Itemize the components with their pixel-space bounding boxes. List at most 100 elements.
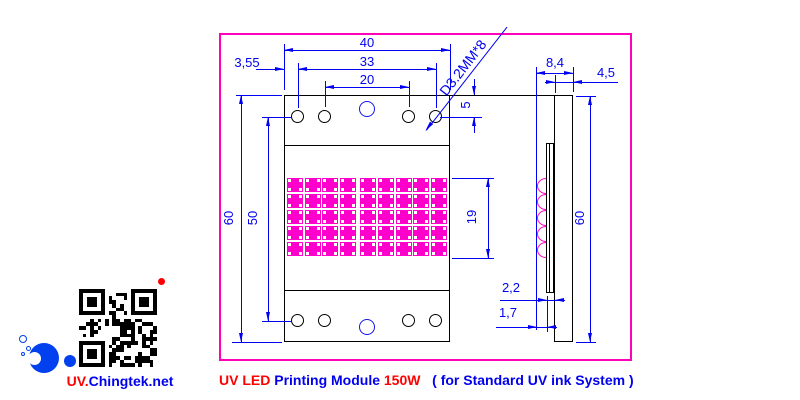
qr-module — [134, 341, 139, 345]
qr-module — [112, 303, 117, 308]
led-array — [287, 178, 448, 258]
dim-line — [547, 296, 549, 332]
dim-line — [232, 342, 282, 344]
dim-line — [298, 66, 307, 71]
led-chip — [360, 178, 377, 193]
dim-line — [436, 63, 438, 108]
qr-module — [134, 318, 139, 323]
logo-ring — [19, 335, 27, 343]
qr-code — [79, 289, 157, 367]
qr-module — [127, 355, 131, 360]
qr-module — [123, 296, 128, 301]
dim-line — [238, 333, 243, 342]
qr-module — [123, 322, 128, 327]
qr-module — [108, 296, 113, 301]
dim-line — [485, 249, 490, 258]
led-chip — [340, 178, 357, 193]
dim-label-side-height: 60 — [572, 210, 587, 226]
qr-module — [123, 355, 128, 360]
led-chip — [287, 241, 303, 257]
led-chip — [395, 209, 412, 225]
led-chip — [431, 241, 447, 257]
qr-module — [149, 333, 154, 338]
dim-line — [275, 66, 284, 71]
caption: UV LED Printing Module 150W ( for Standa… — [219, 372, 634, 388]
qr-module — [138, 355, 143, 360]
qr-module — [123, 311, 128, 315]
dim-line — [590, 96, 592, 342]
dim-label-width: 40 — [359, 35, 375, 50]
dim-line — [262, 321, 291, 323]
qr-module — [116, 292, 120, 297]
dim-line — [555, 75, 557, 93]
dim-line — [265, 117, 270, 126]
qr-module — [119, 341, 124, 345]
dim-line — [440, 117, 482, 119]
qr-module — [131, 341, 135, 345]
dim-line — [485, 178, 490, 187]
led-chip — [413, 225, 430, 241]
qr-module — [131, 326, 135, 330]
qr-module — [127, 363, 131, 367]
qr-finder — [79, 289, 105, 315]
led-chip — [377, 193, 394, 209]
mount-hole — [318, 314, 331, 327]
led-chip — [395, 225, 412, 241]
qr-module — [142, 359, 146, 364]
led-chip — [395, 241, 412, 257]
dim-line — [555, 297, 564, 302]
red-dot — [158, 278, 165, 285]
qr-module — [82, 326, 87, 330]
qr-module — [112, 359, 117, 364]
qr-module — [97, 326, 102, 330]
dim-line — [452, 258, 494, 260]
qr-module — [119, 307, 124, 312]
logo-text: UV.Chingtek.net — [58, 373, 182, 389]
dim-line — [268, 117, 270, 321]
qr-module — [116, 348, 120, 353]
led-chip — [304, 193, 321, 209]
qr-finder — [79, 341, 105, 367]
dim-label-hole-offset: 5 — [458, 101, 473, 109]
led-chip — [340, 193, 357, 209]
led-chip — [377, 225, 394, 241]
dim-line — [496, 327, 557, 329]
dim-line — [262, 117, 291, 119]
dim-line — [298, 63, 300, 108]
dim-line — [236, 95, 282, 97]
qr-module — [145, 337, 150, 341]
qr-module — [142, 333, 146, 338]
caption-type: Printing Module — [270, 372, 384, 388]
led-chip — [377, 209, 394, 225]
qr-module — [112, 341, 117, 345]
dim-line — [471, 117, 476, 126]
dim-line — [536, 70, 545, 75]
dim-line — [325, 81, 327, 107]
dim-line — [587, 333, 592, 342]
qr-module — [119, 303, 124, 308]
led-chip — [322, 193, 339, 209]
logo-text-prefix: UV. — [66, 373, 89, 389]
dim-line — [587, 96, 592, 105]
qr-module — [119, 363, 124, 367]
led-chip — [287, 225, 303, 241]
dim-line — [284, 44, 286, 90]
led-chip — [431, 225, 447, 241]
led-chip — [287, 209, 303, 225]
qr-module — [149, 352, 154, 356]
logo-disc-hole — [28, 352, 41, 365]
dim-line — [528, 324, 537, 329]
dim-line — [546, 79, 555, 84]
dim-label-plate-thickness: 4,5 — [596, 65, 616, 80]
dim-line — [488, 178, 490, 258]
dim-line — [298, 69, 436, 71]
qr-module — [108, 344, 113, 349]
dim-line — [241, 95, 243, 342]
mount-hole — [402, 110, 415, 123]
qr-module — [112, 300, 117, 304]
led-chip — [340, 225, 357, 241]
led-chip — [304, 241, 321, 257]
qr-module — [138, 326, 143, 330]
qr-module — [142, 337, 146, 341]
qr-module — [119, 344, 124, 349]
